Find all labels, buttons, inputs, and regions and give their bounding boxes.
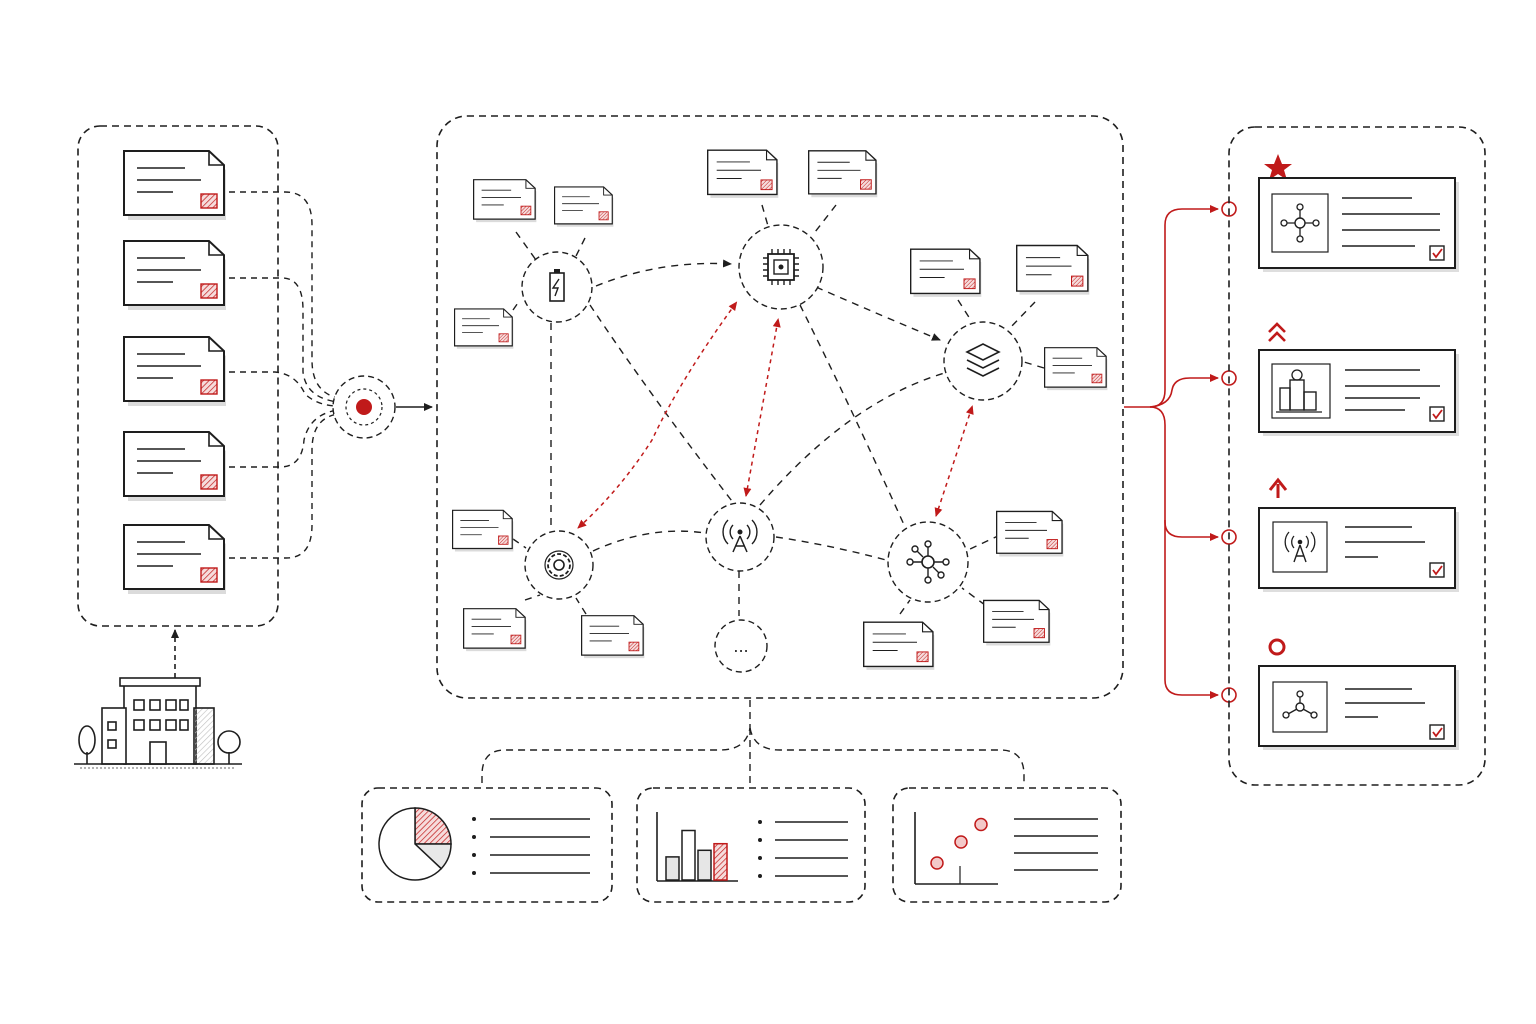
- scatter-plot-card: [892, 787, 1122, 903]
- pie-slice: [414, 807, 452, 845]
- checkbox-checked-icon: [1429, 245, 1445, 261]
- network-document: [982, 599, 1052, 647]
- source-document: [123, 150, 227, 221]
- network-document: [472, 178, 538, 224]
- output-card: [1258, 477, 1459, 592]
- analytics-connectors: [481, 700, 1025, 786]
- scatter-point: [974, 817, 988, 832]
- star-icon: [1264, 154, 1292, 180]
- network-document: [553, 186, 615, 228]
- checkbox-checked-icon: [1429, 406, 1445, 422]
- source-document: [123, 431, 227, 502]
- network-document: [1043, 346, 1109, 392]
- layers-stack-icon: [943, 321, 1023, 401]
- source-connectors: [229, 191, 339, 559]
- bar-chart-icon: [656, 812, 738, 882]
- more-nodes-label: ...: [733, 637, 748, 656]
- hub-network-icon: [887, 521, 969, 603]
- battery-icon: [521, 251, 593, 323]
- output-card: [1258, 638, 1459, 750]
- gear-icon: [524, 530, 594, 600]
- bar: [713, 842, 728, 881]
- checkbox-checked-icon: [1429, 724, 1445, 740]
- output-connectors: [1124, 201, 1237, 703]
- circle-icon: [1268, 638, 1286, 656]
- signal-tower-icon: [1272, 521, 1328, 573]
- arrow-up-icon: [1268, 477, 1288, 498]
- network-document: [995, 510, 1065, 558]
- bar: [665, 856, 680, 881]
- network-document: [1015, 244, 1091, 296]
- target-dot-icon: [332, 375, 433, 439]
- network-document: [580, 614, 646, 659]
- molecule-icon: [1272, 681, 1328, 733]
- checkbox-checked-icon: [1429, 562, 1445, 578]
- sync-links: [577, 301, 974, 529]
- network-document: [909, 248, 983, 298]
- network-document: [862, 621, 936, 671]
- source-document: [123, 336, 227, 407]
- double-chevron-up-icon: [1268, 322, 1286, 342]
- network-document: [706, 149, 780, 199]
- signal-tower-icon: [705, 502, 775, 572]
- output-card: [1258, 154, 1459, 272]
- pie-slice: [378, 807, 443, 881]
- pie-chart-icon: [378, 807, 452, 881]
- source-document: [123, 524, 227, 595]
- scatter-plot-icon: [914, 812, 998, 885]
- bar-chart-card: [636, 787, 866, 903]
- network-document: [451, 509, 515, 553]
- pie-chart-card: [361, 787, 613, 903]
- bar: [697, 849, 712, 881]
- output-card: [1258, 322, 1459, 436]
- cpu-chip-icon: [738, 224, 824, 310]
- bar: [681, 829, 696, 881]
- processing-network-panel: [436, 115, 1124, 699]
- building-blocks-icon: [1271, 363, 1331, 419]
- scatter-point: [954, 835, 968, 849]
- office-building-icon: [74, 629, 242, 769]
- network-document: [807, 149, 879, 199]
- scatter-point: [930, 856, 944, 870]
- source-documents-panel: [77, 125, 279, 627]
- network-document: [453, 308, 515, 350]
- network-document: [462, 607, 528, 653]
- source-document: [123, 240, 227, 311]
- ellipsis-icon: ...: [714, 619, 768, 673]
- outputs-panel: [1228, 126, 1486, 786]
- network-node-icon: [1271, 193, 1329, 253]
